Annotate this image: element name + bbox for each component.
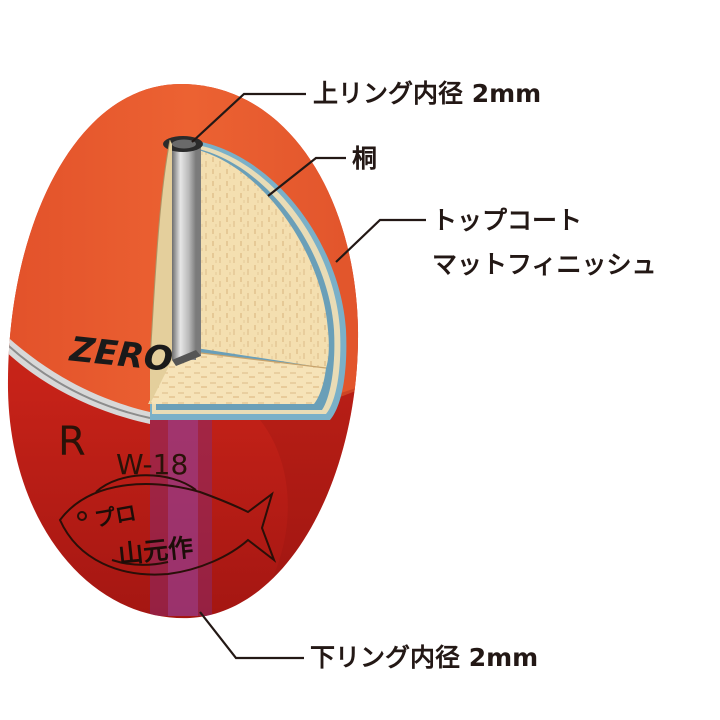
leader-paulownia (267, 156, 346, 197)
label-bottom-ring: 下リング内径 2mm (310, 643, 539, 672)
cutaway-section (148, 136, 347, 420)
model-letter: R (58, 419, 86, 465)
label-paulownia: 桐 (352, 144, 378, 173)
body-print: ZERO R W-18 プロ 山元作 (58, 329, 277, 576)
leader-top-coat (335, 218, 426, 263)
leader-top-ring (191, 92, 306, 143)
fish-icon (58, 474, 277, 576)
leader-lines (191, 92, 426, 660)
label-top-ring: 上リング内径 2mm (313, 79, 542, 108)
label-top-coat: トップコート (432, 206, 583, 235)
label-matte-finish: マットフィニッシュ (432, 250, 657, 279)
center-tube (172, 144, 196, 360)
bottom-insert (150, 420, 212, 616)
wood-core (196, 150, 329, 368)
leader-bottom-ring (199, 611, 304, 660)
